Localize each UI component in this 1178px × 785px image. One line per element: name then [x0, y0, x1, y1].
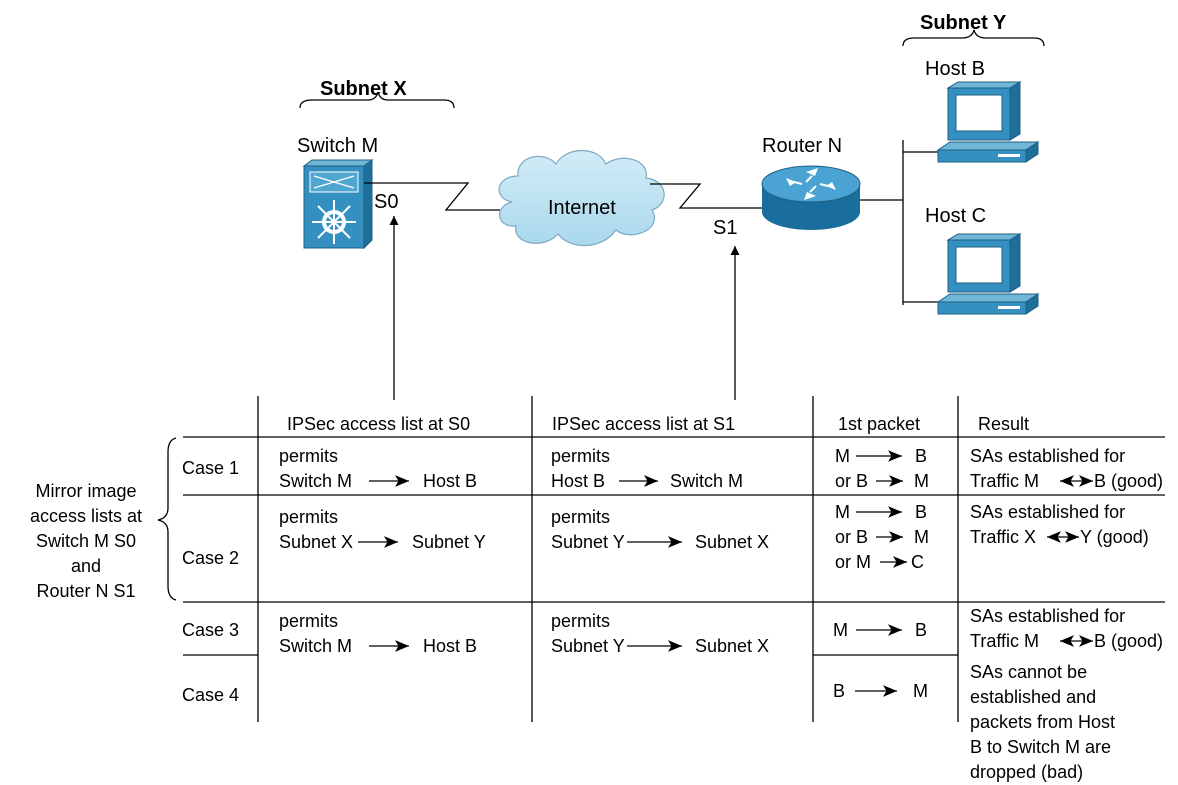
host-b-label: Host B: [925, 58, 985, 80]
case-label: Case 2: [182, 548, 239, 568]
packet-to: M: [913, 681, 928, 701]
result-line: SAs established for: [970, 606, 1125, 626]
subnet-x-label: Subnet X: [320, 78, 407, 100]
mirror-note-line: access lists at: [30, 506, 142, 526]
subnet-y-brace: [902, 29, 1045, 47]
s0-verb: permits: [279, 446, 338, 466]
packet-from: or B: [835, 471, 868, 491]
packet-to: B: [915, 502, 927, 522]
packet-from: B: [833, 681, 845, 701]
result-line-end: Y (good): [1080, 527, 1149, 547]
s0-to: Host B: [423, 471, 477, 491]
mirror-note-line: Mirror image: [35, 481, 136, 501]
header-s0: IPSec access list at S0: [287, 414, 470, 434]
s1-from: Subnet Y: [551, 532, 625, 552]
host-c-label: Host C: [925, 205, 986, 227]
router-n-icon: [761, 165, 861, 230]
switch-m-icon: [302, 159, 374, 250]
s1-to: Subnet X: [695, 532, 769, 552]
case-1-row: Case 1 permits Switch M Host B permits H…: [182, 446, 1163, 491]
result-line: established and: [970, 687, 1096, 707]
header-result: Result: [978, 414, 1029, 434]
case-3-row: Case 3 permits Switch M Host B permits S…: [182, 606, 1163, 656]
packet-to: C: [911, 552, 924, 572]
header-s1: IPSec access list at S1: [552, 414, 735, 434]
result-line: dropped (bad): [970, 762, 1083, 782]
mirror-note: Mirror image access lists at Switch M S0…: [30, 481, 142, 601]
packet-from: or M: [835, 552, 871, 572]
s0-label: S0: [374, 191, 398, 213]
serial-link-left: [364, 182, 500, 211]
packet-from: M: [835, 502, 850, 522]
packet-to: B: [915, 620, 927, 640]
s0-verb: permits: [279, 611, 338, 631]
result-line: SAs cannot be: [970, 662, 1087, 682]
case-label: Case 4: [182, 685, 239, 705]
packet-to: M: [914, 527, 929, 547]
s1-label: S1: [713, 217, 737, 239]
packet-to: M: [914, 471, 929, 491]
subnet-x-brace: [299, 91, 455, 109]
host-c-icon: [936, 233, 1040, 315]
router-n-label: Router N: [762, 135, 842, 157]
s1-from: Subnet Y: [551, 636, 625, 656]
header-first-packet: 1st packet: [838, 414, 920, 434]
s1-verb: permits: [551, 507, 610, 527]
switch-m-label: Switch M: [297, 135, 378, 157]
result-line-start: Traffic M: [970, 471, 1039, 491]
result-line-start: Traffic X: [970, 527, 1036, 547]
result-line-end: B (good): [1094, 631, 1163, 651]
s0-to: Host B: [423, 636, 477, 656]
case-table: [183, 396, 1165, 722]
case-4-row: Case 4 B M SAs cannot be established and…: [182, 662, 1115, 782]
s1-verb: permits: [551, 446, 610, 466]
s1-to: Subnet X: [695, 636, 769, 656]
s0-verb: permits: [279, 507, 338, 527]
packet-from: M: [835, 446, 850, 466]
case-2-row: Case 2 permits Subnet X Subnet Y permits…: [182, 502, 1149, 572]
s1-from: Host B: [551, 471, 605, 491]
serial-link-right: [650, 183, 762, 209]
packet-to: B: [915, 446, 927, 466]
result-line: SAs established for: [970, 446, 1125, 466]
result-line-end: B (good): [1094, 471, 1163, 491]
case-label: Case 3: [182, 620, 239, 640]
result-line: SAs established for: [970, 502, 1125, 522]
result-line: B to Switch M are: [970, 737, 1111, 757]
host-b-icon: [936, 81, 1040, 163]
s0-from: Switch M: [279, 636, 352, 656]
s0-to: Subnet Y: [412, 532, 486, 552]
mirror-note-line: and: [71, 556, 101, 576]
case-label: Case 1: [182, 458, 239, 478]
packet-from: or B: [835, 527, 868, 547]
result-line-start: Traffic M: [970, 631, 1039, 651]
s1-verb: permits: [551, 611, 610, 631]
result-line: packets from Host: [970, 712, 1115, 732]
internet-cloud: [498, 150, 665, 247]
mirror-brace: [157, 437, 177, 601]
internet-label: Internet: [548, 197, 616, 219]
s1-to: Switch M: [670, 471, 743, 491]
s0-from: Switch M: [279, 471, 352, 491]
subnet-y-label: Subnet Y: [920, 12, 1007, 34]
packet-from: M: [833, 620, 848, 640]
mirror-note-line: Switch M S0: [36, 531, 136, 551]
mirror-note-line: Router N S1: [36, 581, 135, 601]
s0-from: Subnet X: [279, 532, 353, 552]
